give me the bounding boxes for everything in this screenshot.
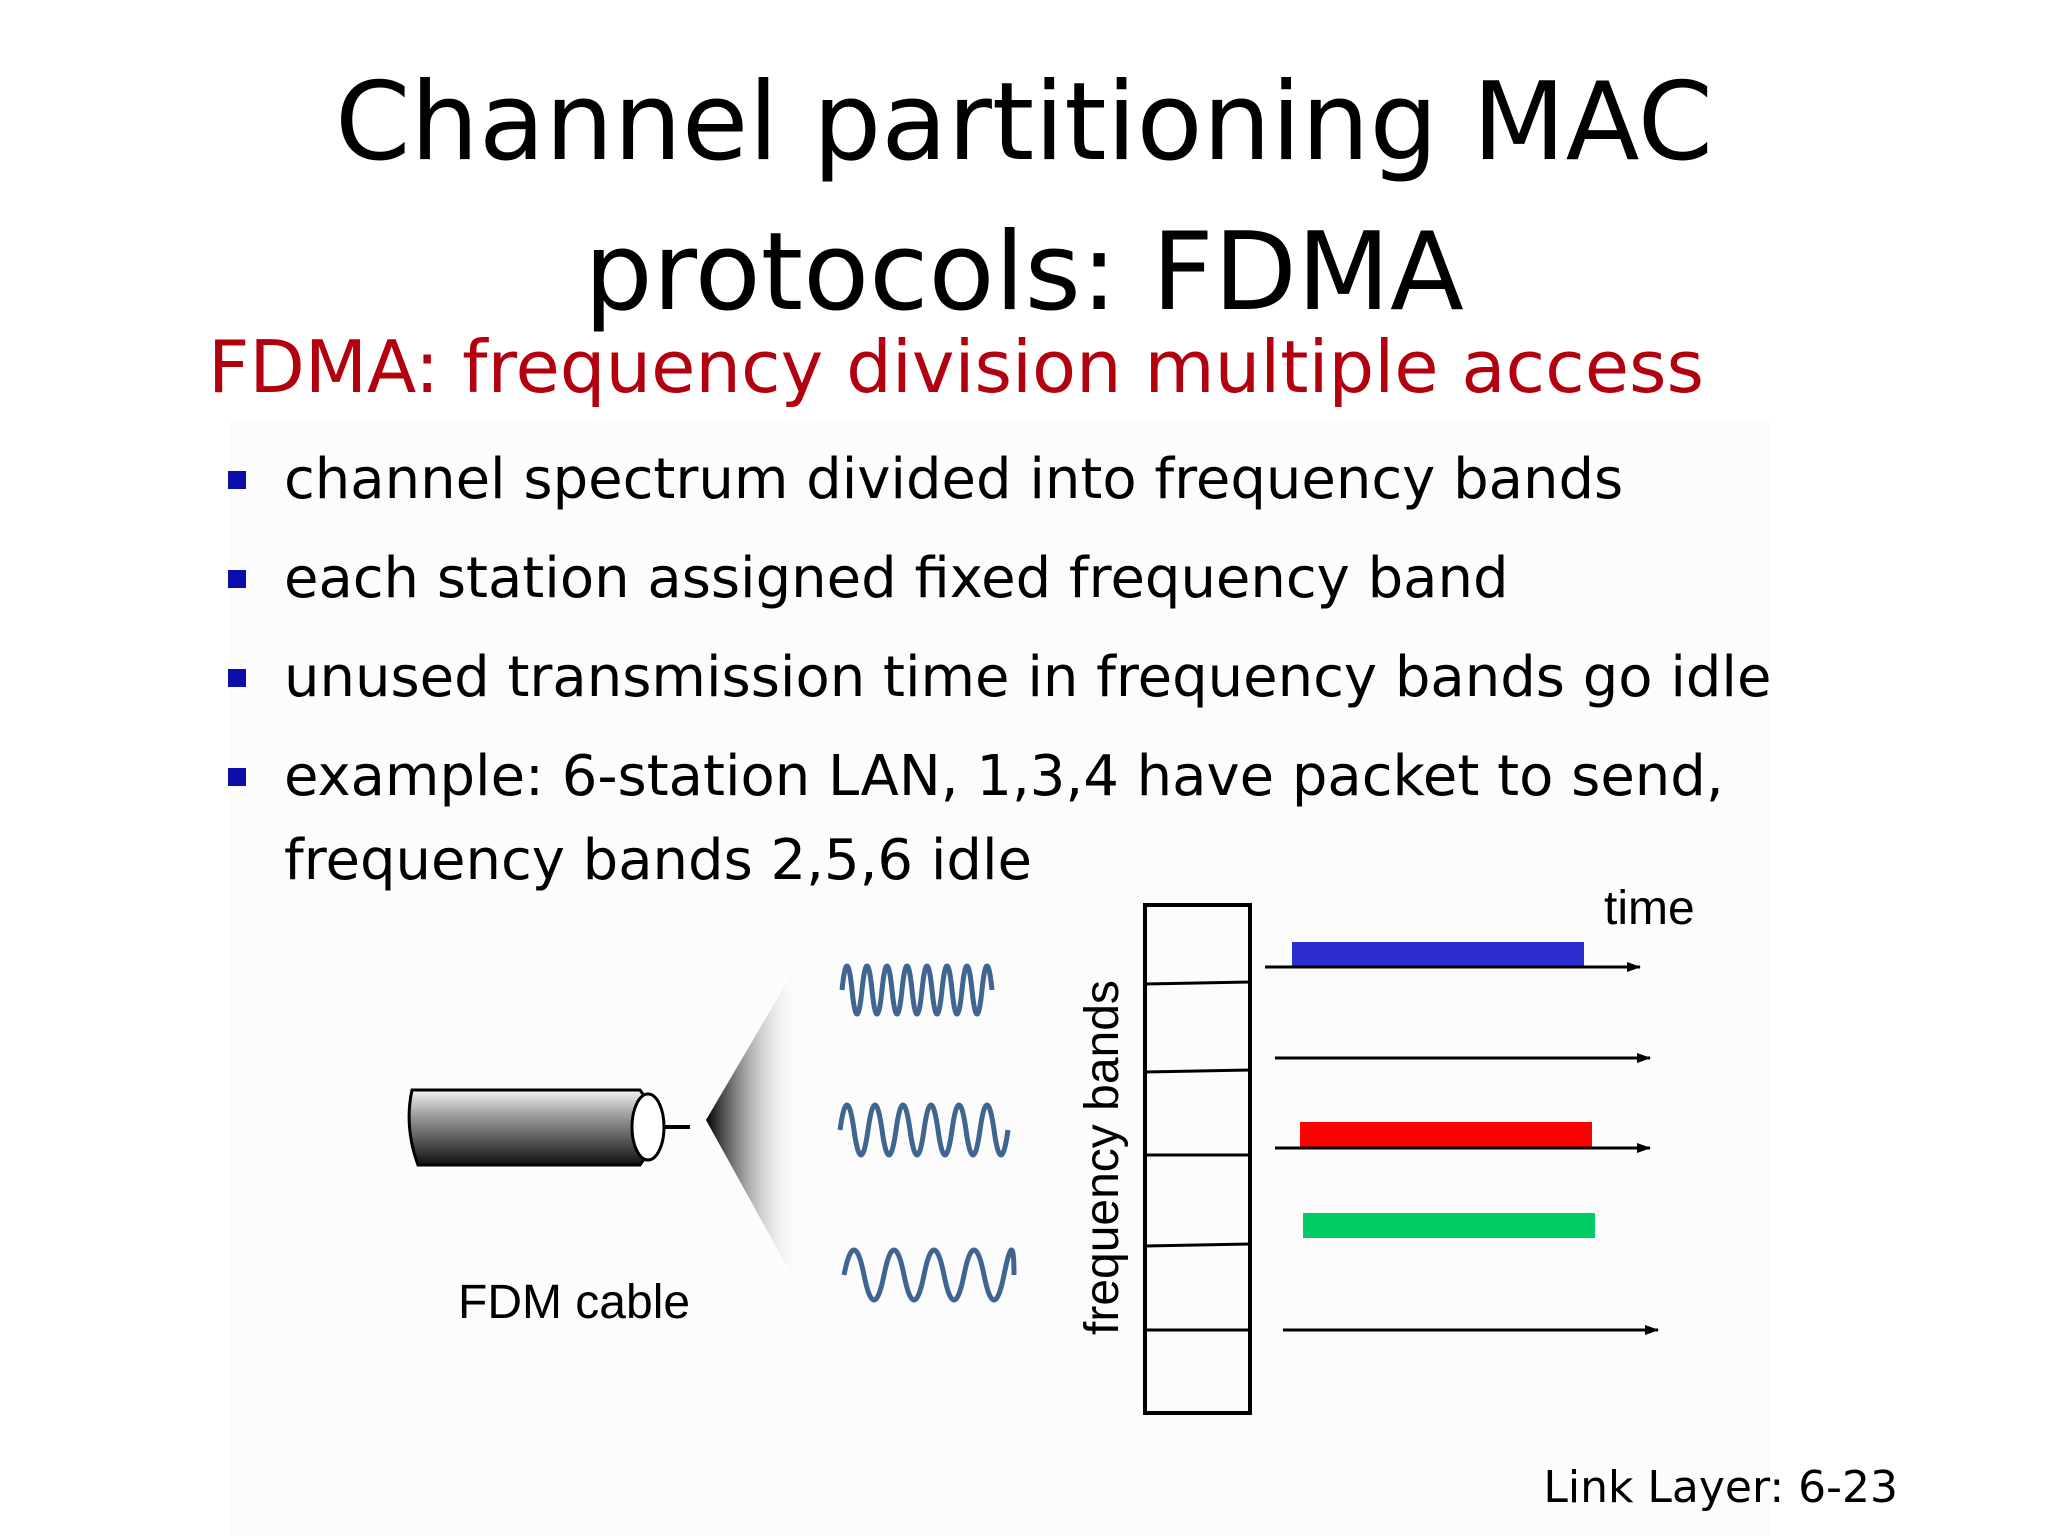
square-bullet-icon [228, 768, 246, 786]
fdm-cable-icon [407, 1088, 690, 1167]
bullet-list: channel spectrum divided into frequency … [222, 438, 1822, 918]
frequency-band-stack [1143, 903, 1252, 1415]
square-bullet-icon [228, 570, 246, 588]
axis-label-time: time [1604, 882, 1695, 935]
bullet-item: each station assigned fixed frequency ba… [222, 537, 1822, 621]
low-frequency-wave-icon [841, 1247, 1017, 1303]
bullet-item: unused transmission time in frequency ba… [222, 636, 1822, 720]
bullet-text: channel spectrum divided into frequency … [284, 447, 1624, 512]
signal-fan-icon [706, 960, 800, 1290]
band-4-transmission [1303, 1213, 1595, 1238]
slide-footer: Link Layer: 6-23 [1543, 1462, 1898, 1513]
slide-subtitle: FDMA: frequency division multiple access [208, 325, 1705, 409]
square-bullet-icon [228, 471, 246, 489]
fdm-cable-label: FDM cable [458, 1276, 690, 1329]
bullet-text: unused transmission time in frequency ba… [284, 645, 1772, 710]
frequency-waves [837, 963, 1017, 1303]
band-3-transmission [1300, 1122, 1592, 1147]
slide-title: Channel partitioning MAC protocols: FDMA [0, 48, 2048, 348]
square-bullet-icon [228, 669, 246, 687]
bullet-item: example: 6-station LAN, 1,3,4 have packe… [222, 735, 1764, 903]
axis-label-frequency-bands: frequency bands [1076, 980, 1129, 1335]
bullet-item: channel spectrum divided into frequency … [222, 438, 1822, 522]
bullet-text: each station assigned fixed frequency ba… [284, 546, 1509, 611]
medium-frequency-wave-icon [837, 1102, 1011, 1158]
title-line-1: Channel partitioning MAC [334, 60, 1713, 185]
content-background [230, 420, 1770, 1536]
band-1-transmission [1292, 942, 1584, 967]
title-line-2: protocols: FDMA [584, 210, 1464, 335]
high-frequency-wave-icon [839, 963, 995, 1017]
bullet-text: example: 6-station LAN, 1,3,4 have packe… [284, 744, 1724, 893]
